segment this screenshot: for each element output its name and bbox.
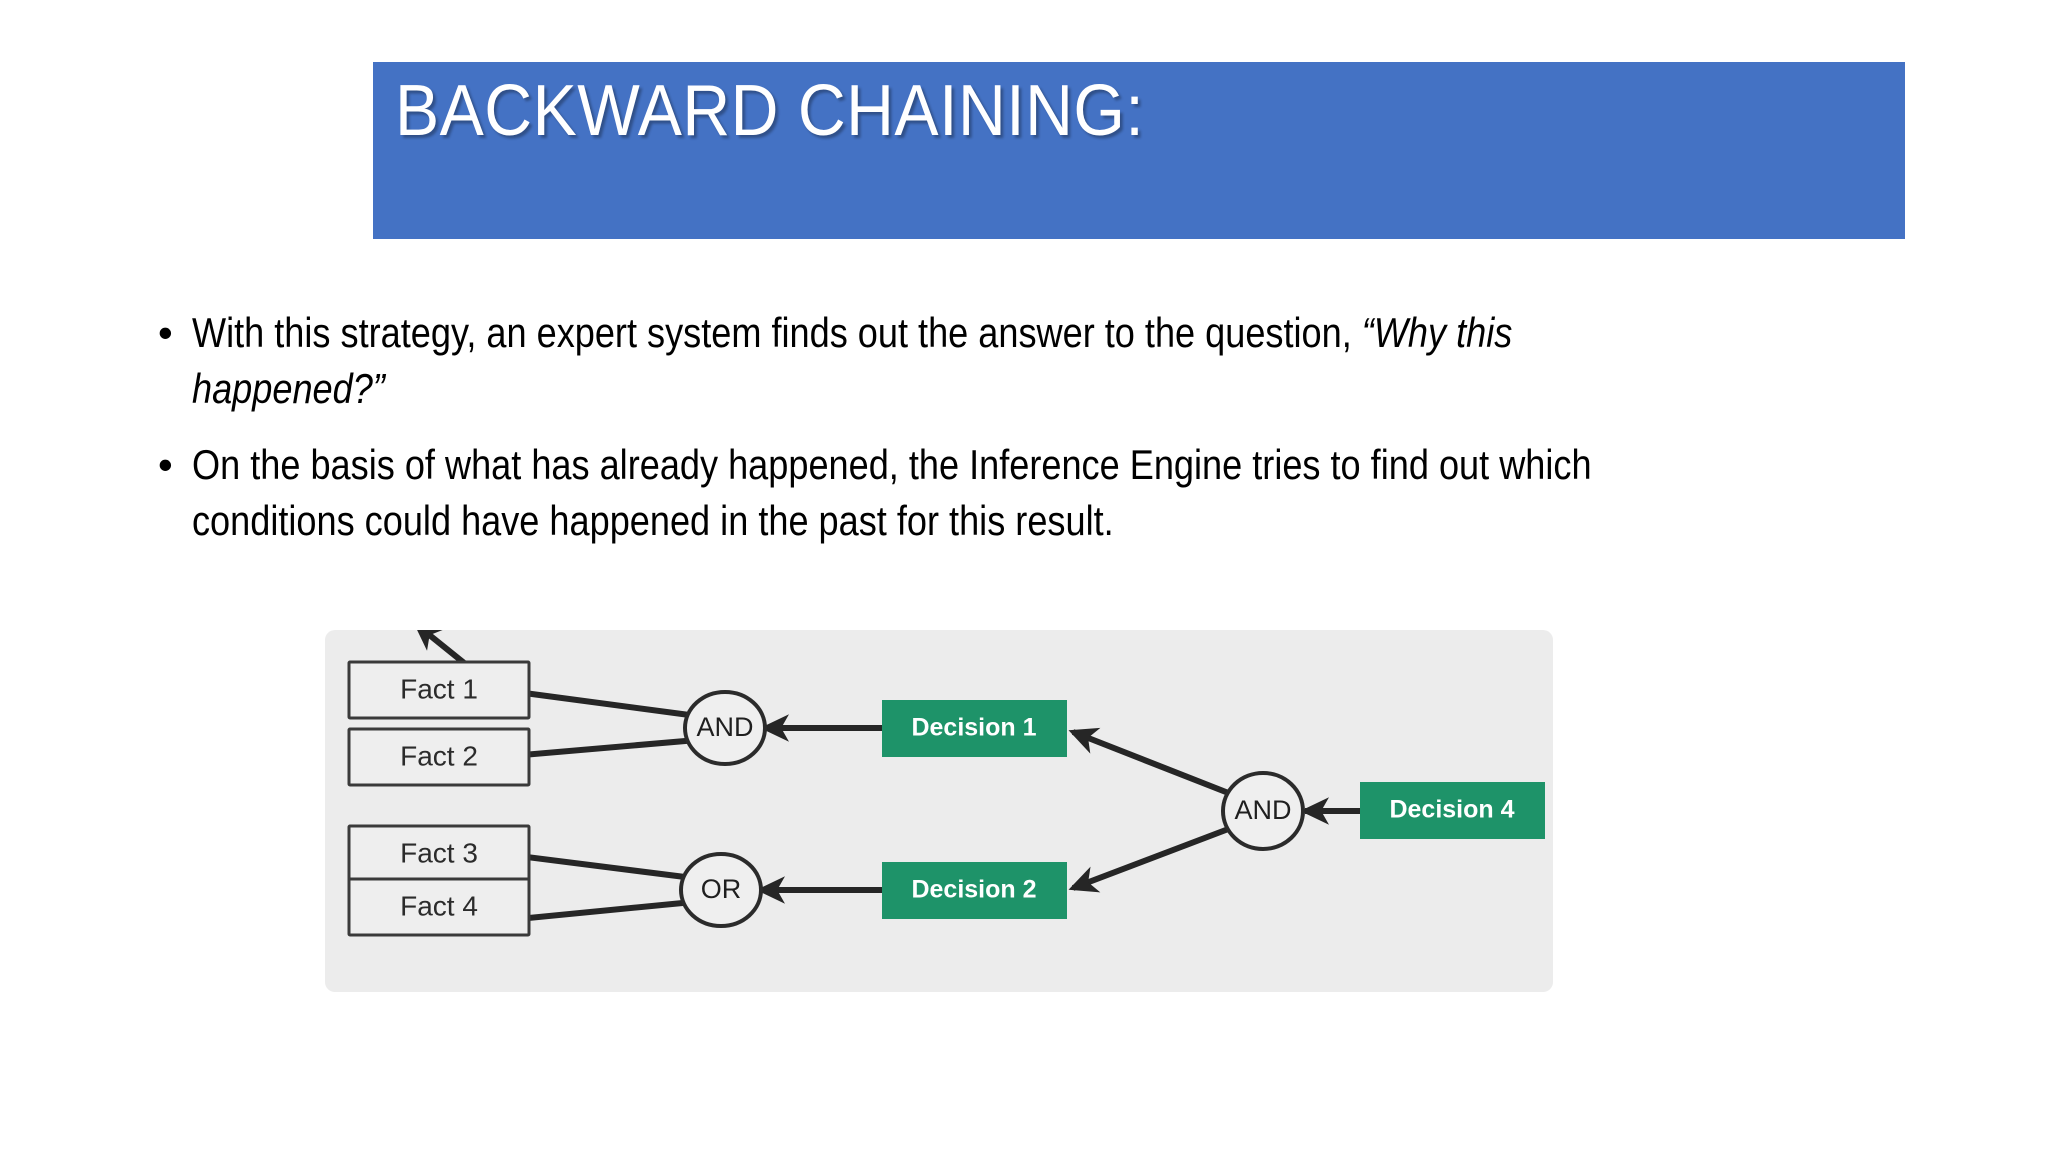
- decision-box-4-label: Decision 4: [1389, 796, 1514, 824]
- gate-and-1[interactable]: AND: [683, 690, 767, 766]
- fact-box-3-label: Fact 3: [400, 837, 478, 868]
- bullet-marker-icon: •: [158, 309, 173, 356]
- fact-box-2[interactable]: Fact 2: [347, 727, 531, 787]
- backward-chaining-diagram: Fact 1 Fact 2 Fact 3 Fact 4 AND OR AND: [325, 630, 1553, 992]
- gate-and-2[interactable]: AND: [1221, 771, 1305, 851]
- bullet-1-plain: With this strategy, an expert system fin…: [192, 309, 1362, 356]
- body-text-block: • With this strategy, an expert system f…: [148, 305, 1918, 569]
- decision-box-4[interactable]: Decision 4: [1360, 782, 1545, 839]
- decision-box-2-label: Decision 2: [911, 876, 1036, 904]
- fact-box-2-label: Fact 2: [400, 740, 478, 771]
- bullet-text-1: With this strategy, an expert system fin…: [192, 305, 1676, 417]
- gate-or[interactable]: OR: [679, 852, 763, 928]
- bullet-marker-icon: •: [158, 441, 173, 488]
- decision-box-2[interactable]: Decision 2: [882, 862, 1067, 919]
- title-banner: BACKWARD CHAINING:: [373, 62, 1905, 239]
- gate-and-2-label: AND: [1234, 795, 1291, 825]
- fact-box-1-label: Fact 1: [400, 673, 478, 704]
- edge-and2-to-decision1: [1068, 727, 1233, 797]
- bullet-1-italic: “Why this happened?”: [192, 309, 1513, 412]
- fact-box-4-label: Fact 4: [400, 890, 478, 921]
- gate-or-label: OR: [701, 874, 742, 904]
- list-item: • On the basis of what has already happe…: [148, 437, 1918, 549]
- decision-box-1-label: Decision 1: [911, 714, 1036, 742]
- fact-box-4[interactable]: Fact 4: [347, 877, 531, 937]
- fact-box-3[interactable]: Fact 3: [347, 824, 531, 884]
- edge-and2-to-decision2: [1068, 825, 1233, 893]
- decision-box-1[interactable]: Decision 1: [882, 700, 1067, 757]
- list-item: • With this strategy, an expert system f…: [148, 305, 1918, 417]
- bullet-text-2: On the basis of what has already happene…: [192, 441, 1592, 544]
- diagram-canvas: Fact 1 Fact 2 Fact 3 Fact 4 AND OR AND: [347, 630, 1545, 937]
- gate-and-1-label: AND: [696, 712, 753, 742]
- fact-box-1[interactable]: Fact 1: [347, 660, 531, 720]
- page-title: BACKWARD CHAINING:: [395, 71, 1145, 151]
